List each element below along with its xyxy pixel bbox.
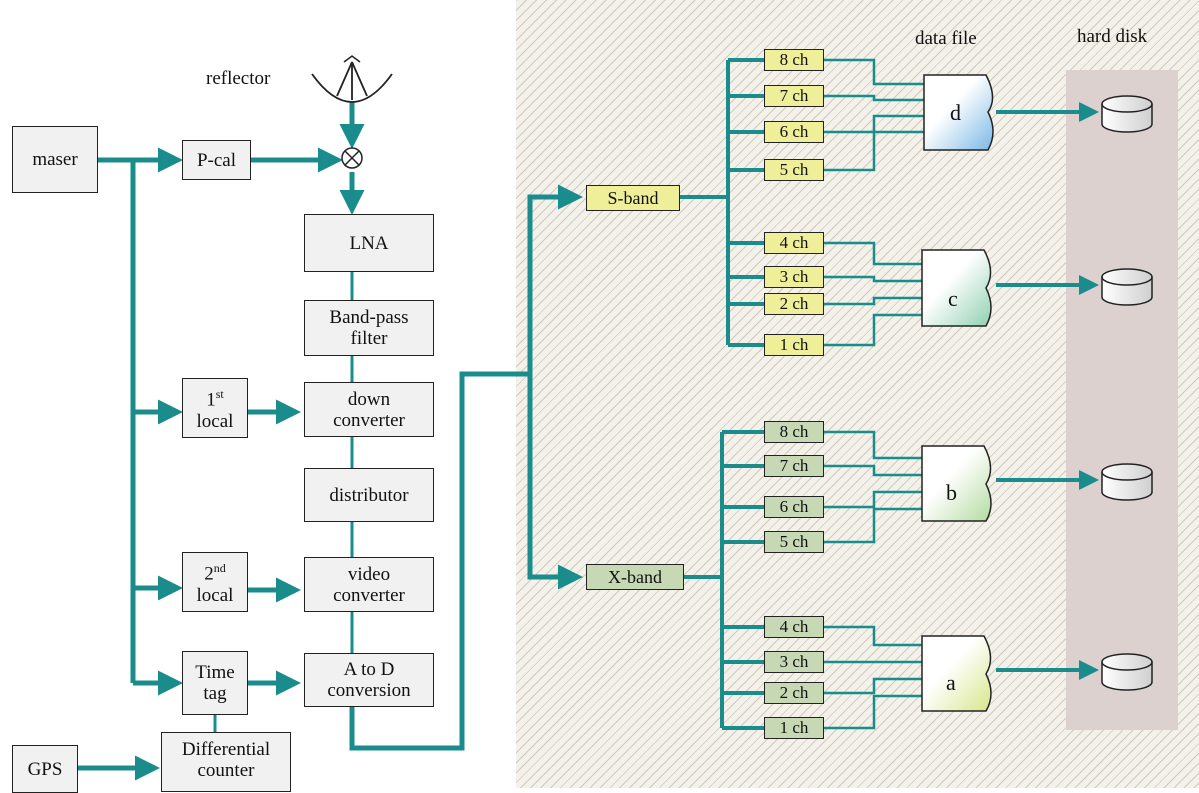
data-file-a: [921, 635, 992, 712]
pcal-block: P-cal: [182, 140, 251, 180]
reflector-label: reflector: [206, 68, 271, 89]
distributor-block: distributor: [304, 468, 434, 522]
data-file-d-letter: d: [950, 100, 961, 125]
x-channel-2: 2 ch: [764, 682, 824, 704]
s-band-box: S-band: [586, 185, 680, 211]
hard-disk-icon: [1101, 95, 1153, 133]
x-channel-5: 5 ch: [764, 531, 824, 553]
hard-disk-column: [1066, 70, 1178, 730]
data-file-c: [921, 249, 992, 327]
x-channel-8: 8 ch: [764, 421, 824, 443]
hard-disk-icon: [1101, 268, 1153, 306]
data-file-a-letter: a: [946, 670, 956, 695]
lna-block: LNA: [304, 214, 434, 272]
s-channel-7: 7 ch: [764, 85, 824, 107]
data-file-d: [923, 74, 994, 151]
x-channel-3: 3 ch: [764, 651, 824, 673]
x-channel-4: 4 ch: [764, 616, 824, 638]
maser-block: maser: [12, 126, 98, 193]
data-file-b-letter: b: [946, 480, 957, 505]
data-file-b: [921, 445, 992, 522]
hard-disk-icon: [1101, 463, 1153, 501]
hard-disk-label: hard disk: [1077, 26, 1148, 47]
x-channel-7: 7 ch: [764, 455, 824, 477]
reflector-dish: [311, 55, 393, 103]
s-channel-4: 4 ch: [764, 232, 824, 254]
s-channel-5: 5 ch: [764, 159, 824, 181]
data-file-c-letter: c: [948, 286, 958, 311]
s-channel-3: 3 ch: [764, 266, 824, 288]
s-channel-8: 8 ch: [764, 49, 824, 71]
data-file-label: data file: [915, 28, 977, 49]
x-band-box: X-band: [586, 564, 684, 590]
s-channel-1: 1 ch: [764, 334, 824, 356]
s-channel-6: 6 ch: [764, 121, 824, 143]
x-channel-1: 1 ch: [764, 717, 824, 739]
s-channel-2: 2 ch: [764, 293, 824, 315]
hard-disk-icon: [1101, 653, 1153, 691]
gps-block: GPS: [12, 745, 78, 793]
x-channel-6: 6 ch: [764, 496, 824, 518]
mixer-symbol: [341, 147, 363, 169]
